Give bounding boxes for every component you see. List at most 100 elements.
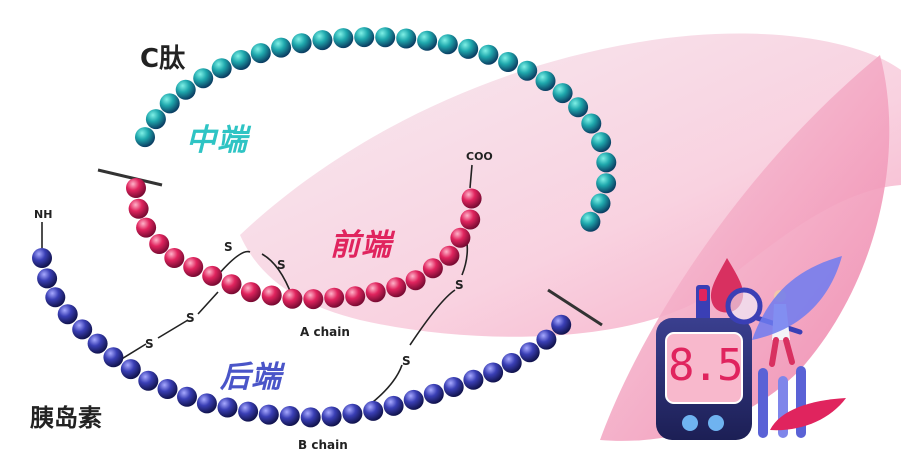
c-peptide-bead (596, 173, 617, 194)
b-chain-bead (196, 393, 217, 414)
b-chain-bead (103, 347, 124, 368)
a-chain-bead (221, 274, 242, 295)
b-chain-bead (300, 407, 321, 428)
b-chain-bead (519, 342, 540, 363)
c-peptide-bead (591, 132, 612, 153)
disulfide-s-label: S (224, 240, 233, 254)
c-peptide-bead (211, 58, 232, 79)
a-chain-bead (282, 288, 303, 309)
b-chain-bead (32, 248, 52, 268)
a-chain-bead (345, 286, 366, 307)
meter-screen (665, 332, 743, 404)
c-peptide-bead (437, 34, 458, 55)
c-peptide-bead (145, 109, 166, 130)
a-chain-bead (460, 209, 481, 230)
coo-terminal-label: COO (466, 150, 493, 163)
b-chain-bead (342, 403, 363, 424)
b-chain-bead (363, 400, 384, 421)
b-chain-bead (238, 401, 259, 422)
a-chain-bead (128, 198, 149, 219)
c-peptide-bead (175, 79, 196, 100)
leaf-icon (752, 256, 842, 340)
b-chain-bead (501, 353, 522, 373)
disulfide-s-label: S (277, 258, 286, 272)
a-chain-bead (439, 245, 460, 266)
a-chain-bead (303, 289, 324, 310)
a-chain-bead (461, 188, 482, 209)
c-peptide-bead (250, 43, 271, 64)
c-peptide-bead (333, 28, 354, 49)
b-chain-bead (57, 304, 78, 325)
b-chain-bead (383, 395, 404, 416)
c-peptide-bead (396, 28, 417, 49)
test-strip-tip (699, 289, 707, 301)
b-chain-bead (37, 268, 58, 289)
c-peptide-bead (271, 37, 292, 58)
a-chain-bead (183, 257, 204, 277)
b-chain-bead (551, 314, 572, 335)
c-peptide-bead (535, 71, 556, 91)
a-chain-bead (240, 282, 261, 303)
b-chain-bead (403, 389, 424, 410)
a-chain-bead (136, 217, 157, 238)
c-peptide-bead (231, 50, 251, 70)
cleavage-marks (97, 168, 603, 327)
c-peptide-bead (517, 60, 538, 81)
b-chain-bead (463, 369, 484, 390)
meter-button-right (708, 415, 724, 431)
b-chain-bead (321, 406, 342, 427)
c-peptide-bead (291, 33, 312, 54)
meter-button-left (682, 415, 698, 431)
b-chain-bead (423, 383, 444, 404)
b-chain-bead (120, 359, 141, 380)
b-chain-bead (217, 397, 238, 418)
disulfide-s-label: S (402, 354, 411, 368)
b-chain-bead (87, 333, 108, 354)
c-peptide-bead (568, 97, 589, 118)
a-chain-bead (450, 227, 471, 248)
c-peptide-bead (581, 113, 602, 134)
disulfide-s-label: S (455, 278, 464, 292)
back-segment-label: 后端 (220, 360, 282, 395)
c-peptide-bead (159, 93, 180, 114)
c-peptide-bead (458, 38, 479, 59)
c-peptide-bead (478, 44, 499, 65)
c-peptide-bead (135, 127, 155, 148)
c-peptide-bead (375, 27, 396, 48)
magnifier-icon (725, 287, 763, 325)
meter-reading: 8.5 (668, 340, 743, 391)
c-peptide-bead (590, 193, 611, 214)
b-chain-bead (279, 406, 300, 426)
test-tube-icon (758, 368, 768, 438)
a-chain-bead (386, 277, 407, 298)
a-chain-bead (164, 248, 185, 268)
b-chain-bead (443, 377, 464, 397)
c-peptide-bead (580, 211, 601, 232)
b-chain-bead (45, 287, 66, 308)
c-peptide-bead (354, 27, 375, 48)
front-segment-label: 前端 (330, 228, 392, 263)
c-peptide-bead (498, 52, 519, 72)
a-chain-bead (365, 282, 386, 303)
b-chain-bead (177, 386, 197, 407)
a-chain-bead (422, 258, 443, 279)
b-chain-bead (72, 319, 93, 340)
b-chain-bead (483, 362, 504, 383)
c-peptide-bead (596, 152, 617, 173)
a-chain-bead (261, 285, 282, 306)
a-chain-bead (405, 270, 426, 291)
c-peptide-bead (417, 30, 438, 51)
b-chain-bead (138, 370, 159, 391)
disulfide-s-label: S (145, 337, 154, 351)
a-chain-bead (149, 234, 170, 254)
a-chain-bead (324, 287, 345, 308)
middle-segment-label: 中端 (186, 123, 248, 158)
c-peptide-bead (312, 30, 333, 51)
c-peptide-bead (552, 83, 573, 104)
c-peptide-bead (193, 68, 214, 89)
c-peptide-title: C肽 (140, 44, 186, 74)
disulfide-s-label: S (186, 311, 195, 325)
a-chain-label: A chain (300, 325, 350, 339)
